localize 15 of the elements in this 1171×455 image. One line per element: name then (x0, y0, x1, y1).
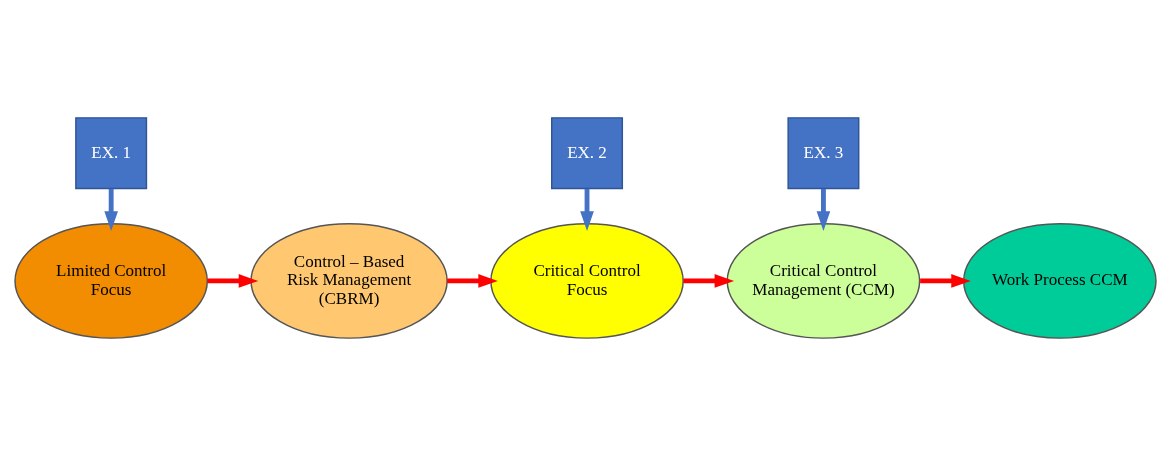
arrow (104, 188, 118, 231)
node-box: EX. 2 (551, 116, 624, 189)
arrow (447, 273, 498, 288)
arrow (207, 273, 259, 288)
node-box: EX. 1 (75, 116, 148, 189)
arrow (580, 188, 594, 231)
node-ellipse: Work Process CCM (962, 222, 1157, 339)
node-box: EX. 3 (787, 116, 860, 189)
arrow (683, 273, 735, 288)
node-ellipse: Control – Based Risk Management (CBRM) (250, 222, 448, 339)
arrow (920, 273, 971, 288)
node-ellipse: Limited Control Focus (14, 222, 209, 339)
node-ellipse: Critical Control Management (CCM) (726, 222, 921, 339)
arrow (816, 188, 831, 231)
node-ellipse: Critical Control Focus (490, 222, 684, 339)
